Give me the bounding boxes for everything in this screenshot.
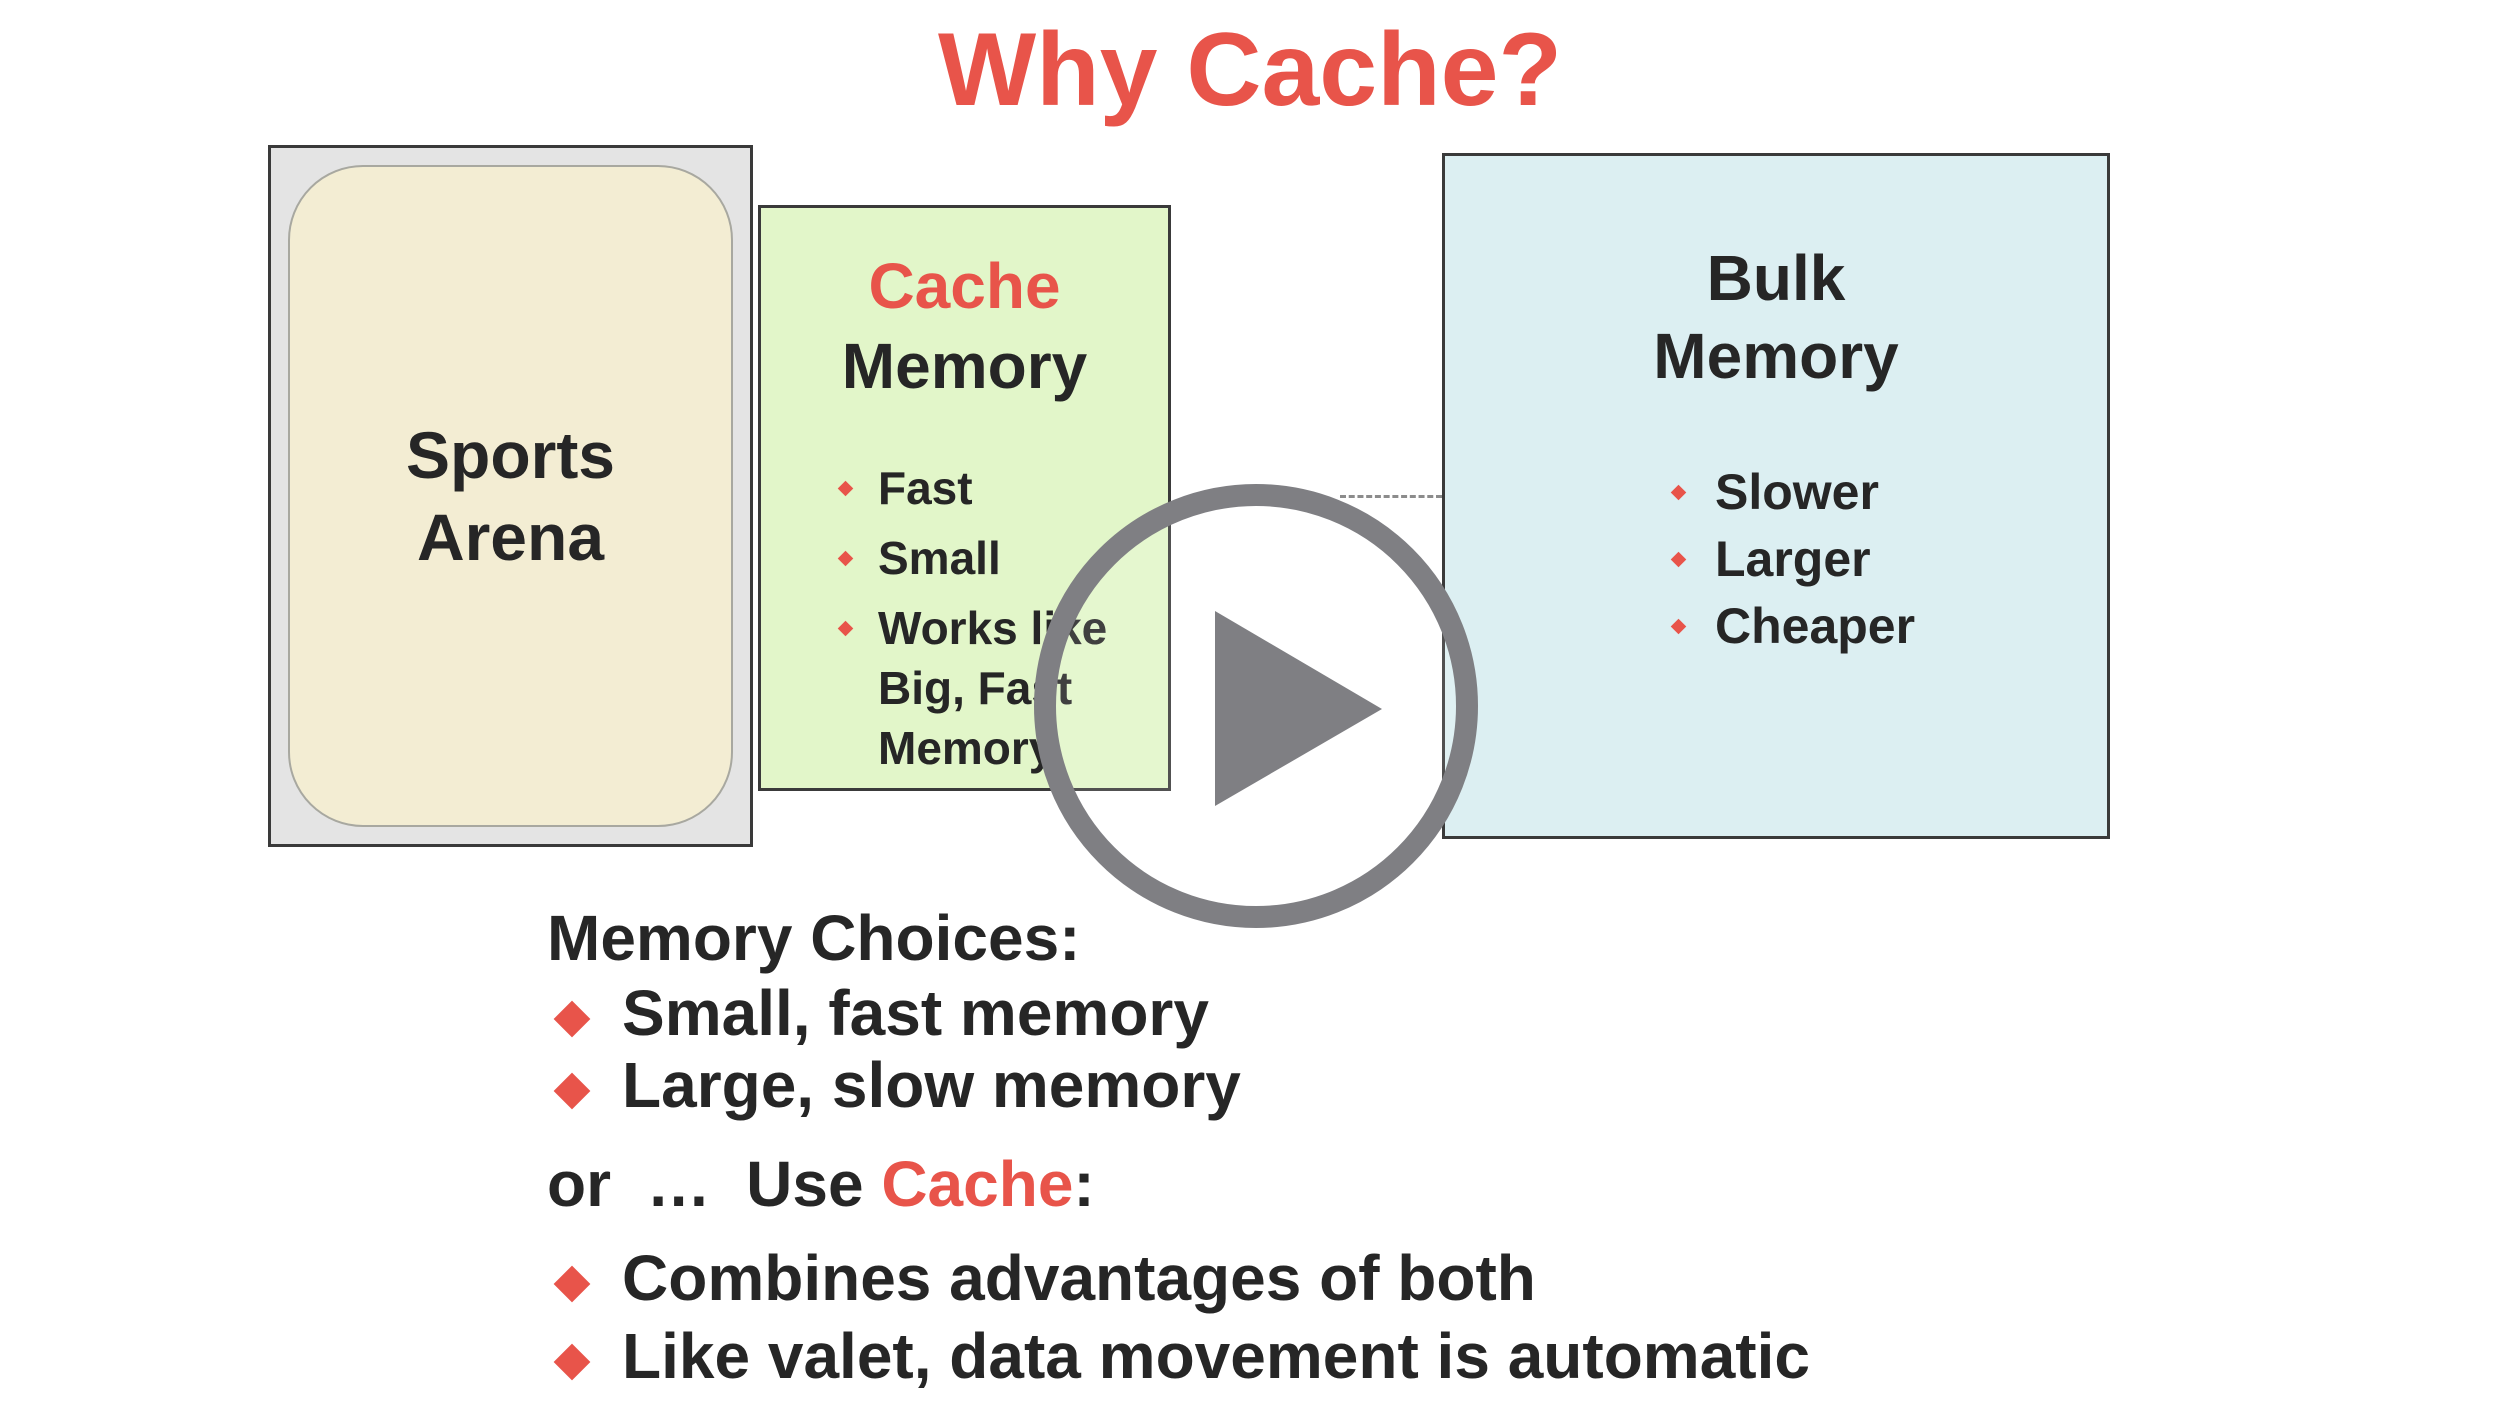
diamond-bullet-icon (837, 480, 854, 497)
slide-title: Why Cache? (937, 12, 1563, 128)
bullet-text: Small, fast memory (622, 977, 1209, 1049)
bulk-bullet-list: Slower Larger Cheaper (1670, 459, 1916, 660)
or-suffix: : (1073, 1148, 1095, 1220)
memory-choices-heading: Memory Choices: (547, 902, 1081, 974)
bulk-memory-box: Bulk Memory Slower Larger Cheaper (1442, 153, 2110, 839)
list-item: Small, fast memory (547, 975, 1209, 1051)
cache-highlight: Cache (881, 1148, 1074, 1220)
bullet-text: Small (878, 532, 1001, 584)
cache-bullet-list: Fast Small Works like Big, Fast Memory (837, 458, 1107, 788)
play-button[interactable] (1030, 476, 1482, 936)
or-prefix: or … Use (547, 1148, 882, 1220)
list-item: Combines advantages of both (547, 1240, 1536, 1316)
bulk-title: Bulk (1706, 242, 1846, 314)
list-item: Larger (1670, 526, 1915, 593)
list-item: Slower (1670, 459, 1915, 526)
diamond-bullet-icon (1670, 618, 1687, 635)
sports-arena-inner: Sports Arena (288, 165, 733, 827)
diamond-bullet-icon (553, 1343, 591, 1381)
sports-arena-box: Sports Arena (268, 145, 753, 847)
diamond-bullet-icon (1670, 551, 1687, 568)
sports-arena-label: Sports Arena (405, 418, 616, 574)
diamond-bullet-icon (1670, 484, 1687, 501)
bullet-text: Works like Big, Fast Memory (878, 602, 1107, 774)
play-icon[interactable] (1030, 476, 1482, 936)
bullet-text: Combines advantages of both (622, 1242, 1536, 1314)
diamond-bullet-icon (837, 620, 854, 637)
cache-memory-title: Memory (841, 330, 1088, 402)
list-item: Like valet, data movement is automatic (547, 1318, 1810, 1394)
diamond-bullet-icon (837, 550, 854, 567)
bullet-text: Slower (1715, 464, 1879, 520)
diamond-bullet-icon (553, 1000, 591, 1038)
bulk-memory-title: Memory (1653, 320, 1899, 392)
bullet-text: Larger (1715, 531, 1871, 587)
list-item: Works like Big, Fast Memory (837, 598, 1107, 778)
cache-title: Cache (868, 250, 1061, 322)
bullet-text: Like valet, data movement is automatic (622, 1320, 1810, 1392)
list-item: Large, slow memory (547, 1047, 1241, 1123)
diamond-bullet-icon (553, 1072, 591, 1110)
list-item: Small (837, 528, 1107, 588)
bullet-text: Cheaper (1715, 598, 1916, 654)
diamond-bullet-icon (553, 1265, 591, 1303)
dashed-connector (1340, 495, 1442, 498)
list-item: Cheaper (1670, 593, 1916, 660)
bullet-text: Fast (878, 462, 973, 514)
use-cache-line: or … Use Cache: (547, 1146, 1095, 1222)
list-item: Fast (837, 458, 1107, 518)
bullet-text: Large, slow memory (622, 1049, 1241, 1121)
cache-memory-box: Cache Memory Fast Small Works like Big, … (758, 205, 1171, 791)
